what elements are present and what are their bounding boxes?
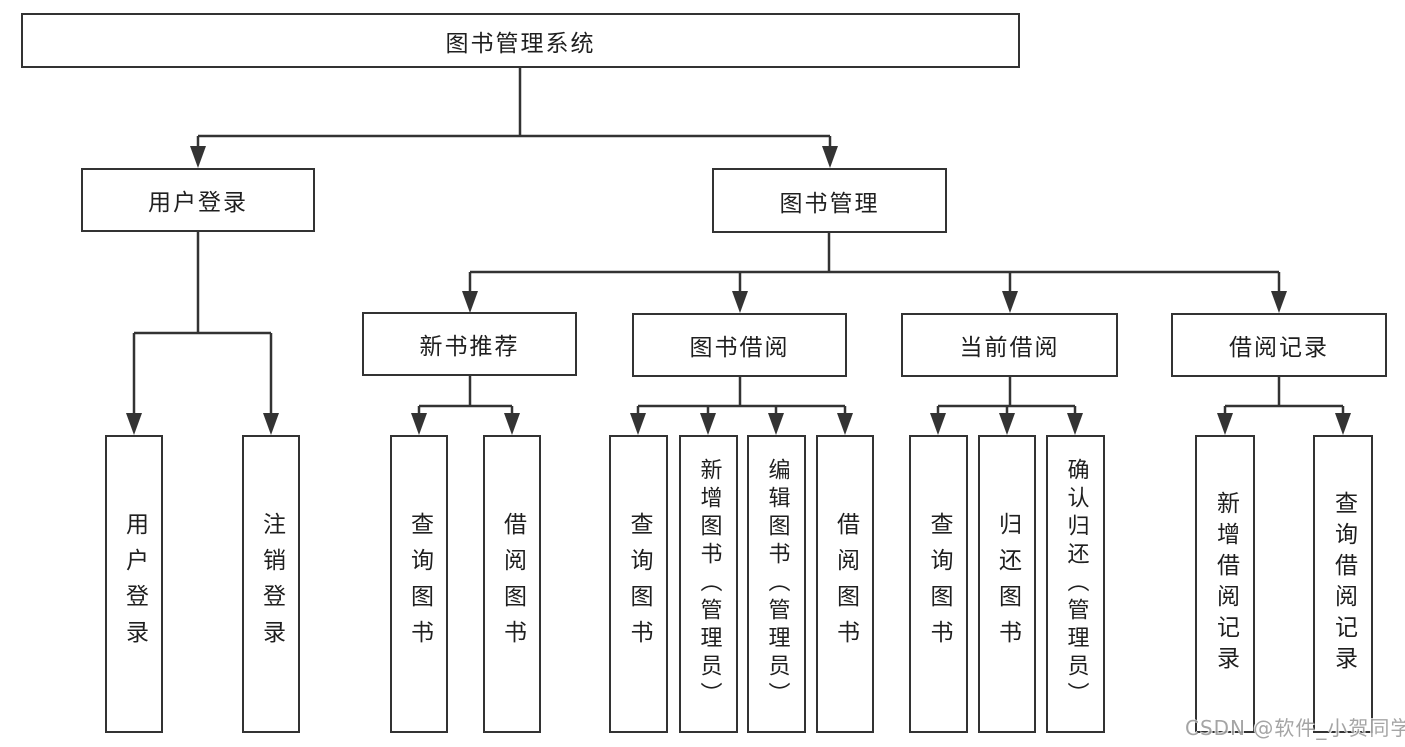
leaf-borrow-edit-books-admin: 编辑图书（管理员）	[747, 435, 806, 733]
arrowhead-icons	[126, 146, 1351, 435]
leaf-current-confirm-return-admin: 确认归还（管理员）	[1046, 435, 1105, 733]
leaf-current-query-books: 查询图书	[909, 435, 968, 733]
leaf-recommend-query-books: 查询图书	[390, 435, 448, 733]
node-current-borrow: 当前借阅	[901, 313, 1118, 377]
arrow-down-icon	[822, 146, 838, 168]
node-book-borrow: 图书借阅	[632, 313, 847, 377]
node-root-library-system: 图书管理系统	[21, 13, 1020, 68]
arrow-down-icon	[1002, 291, 1018, 313]
leaf-borrow-borrow-books: 借阅图书	[816, 435, 874, 733]
arrow-down-icon	[1067, 413, 1083, 435]
arrow-down-icon	[930, 413, 946, 435]
arrow-down-icon	[999, 413, 1015, 435]
arrow-down-icon	[700, 413, 716, 435]
node-book-management: 图书管理	[712, 168, 947, 233]
arrow-down-icon	[1217, 413, 1233, 435]
leaf-records-query-record: 查询借阅记录	[1313, 435, 1373, 733]
leaf-borrow-add-books-admin: 新增图书（管理员）	[679, 435, 738, 733]
arrow-down-icon	[837, 413, 853, 435]
csdn-watermark: CSDN @软件_小贺同学	[1185, 716, 1405, 740]
arrow-down-icon	[768, 413, 784, 435]
leaf-records-add-record: 新增借阅记录	[1195, 435, 1255, 733]
arrow-down-icon	[504, 413, 520, 435]
arrow-down-icon	[1335, 413, 1351, 435]
leaf-user-login: 用户登录	[105, 435, 163, 733]
node-new-book-recommend: 新书推荐	[362, 312, 577, 376]
node-user-login: 用户登录	[81, 168, 315, 232]
arrow-down-icon	[732, 291, 748, 313]
connector-lines	[132, 68, 1345, 413]
arrow-down-icon	[263, 413, 279, 435]
leaf-current-return-books: 归还图书	[978, 435, 1036, 733]
leaf-logout: 注销登录	[242, 435, 300, 733]
node-borrow-records: 借阅记录	[1171, 313, 1387, 377]
arrow-down-icon	[126, 413, 142, 435]
arrow-down-icon	[190, 146, 206, 168]
leaf-recommend-borrow-books: 借阅图书	[483, 435, 541, 733]
arrow-down-icon	[411, 413, 427, 435]
leaf-borrow-query-books: 查询图书	[609, 435, 668, 733]
arrow-down-icon	[630, 413, 646, 435]
arrow-down-icon	[462, 291, 478, 313]
arrow-down-icon	[1271, 291, 1287, 313]
